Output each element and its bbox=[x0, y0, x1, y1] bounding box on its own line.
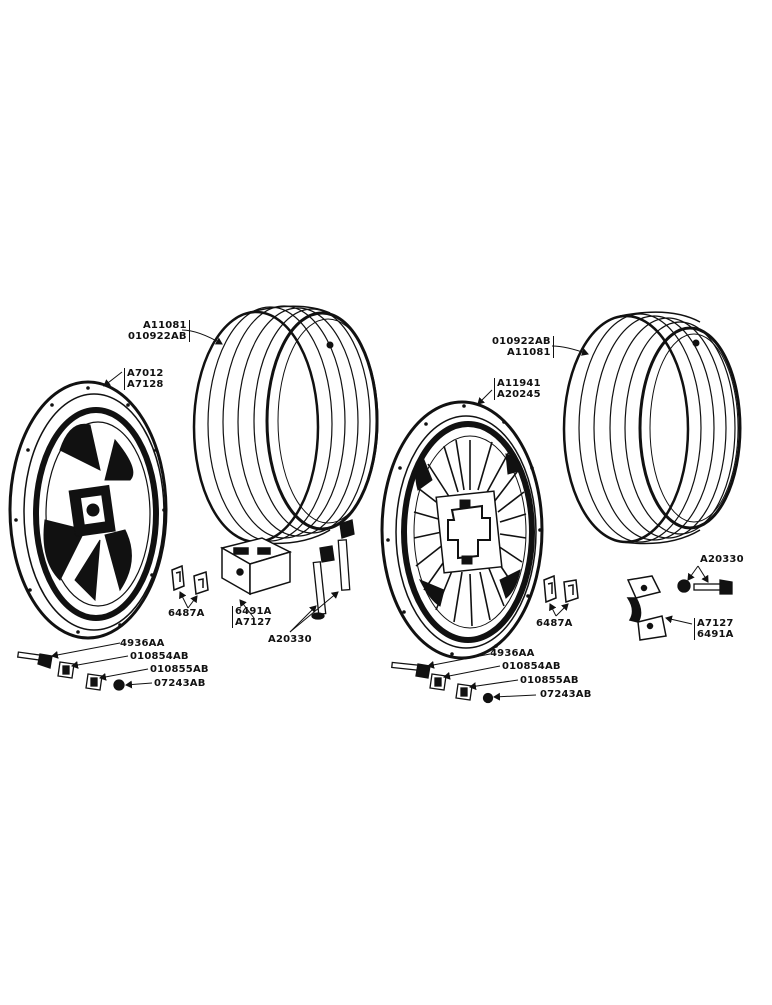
part-label: A20245 bbox=[497, 389, 541, 400]
right-rim-labels: 010922AB A11081 bbox=[492, 336, 554, 358]
right-center-leader bbox=[477, 389, 493, 405]
part-label: 6491A bbox=[697, 629, 734, 640]
left-hw-label-4: 07243AB bbox=[154, 678, 206, 689]
right-clips bbox=[543, 574, 579, 604]
right-clamp-labels: A7127 6491A bbox=[694, 618, 734, 640]
right-bolt-label: A20330 bbox=[700, 554, 744, 565]
left-wheel-center bbox=[8, 380, 168, 640]
left-clip-leaders bbox=[179, 591, 198, 609]
part-label: 010922AB bbox=[492, 336, 551, 347]
right-clip-leaders bbox=[549, 603, 569, 617]
left-rim bbox=[192, 305, 379, 545]
left-rim-leader bbox=[181, 329, 223, 345]
right-wheel-center bbox=[380, 400, 544, 660]
right-clamp bbox=[626, 575, 667, 641]
left-rim-labels: A11081 010922AB bbox=[128, 320, 190, 342]
left-center-leader bbox=[103, 371, 123, 387]
left-clip-label: 6487A bbox=[168, 608, 205, 619]
part-label: 010922AB bbox=[128, 331, 187, 342]
right-hw-label-1: 4936AA bbox=[490, 648, 535, 659]
right-hardware-leaders bbox=[427, 653, 537, 701]
left-hw-label-1: 4936AA bbox=[120, 638, 165, 649]
part-label: A11941 bbox=[497, 378, 541, 389]
right-bolt-leaders bbox=[687, 565, 709, 583]
right-hw-label-4: 07243AB bbox=[540, 689, 592, 700]
right-clamp-leader bbox=[665, 615, 693, 625]
left-bolt-leaders bbox=[289, 591, 339, 633]
part-label: A7012 bbox=[127, 368, 164, 379]
left-center-labels: A7012 A7128 bbox=[124, 368, 164, 390]
left-hw-label-2: 010854AB bbox=[130, 651, 189, 662]
right-rim bbox=[562, 311, 742, 545]
part-label: A7127 bbox=[697, 618, 734, 629]
part-label: A7128 bbox=[127, 379, 164, 390]
part-label: A11081 bbox=[506, 347, 551, 358]
left-clamp-labels: 6491A A7127 bbox=[232, 606, 272, 628]
left-hardware-leaders bbox=[51, 642, 153, 689]
left-clips bbox=[171, 564, 209, 596]
left-clamp bbox=[220, 537, 293, 596]
left-hardware bbox=[16, 651, 125, 691]
part-label: 6491A bbox=[235, 606, 272, 617]
right-clip-label: 6487A bbox=[536, 618, 573, 629]
right-hw-label-3: 010855AB bbox=[520, 675, 579, 686]
left-bolts bbox=[311, 519, 355, 620]
right-hw-label-2: 010854AB bbox=[502, 661, 561, 672]
left-clamp-leader bbox=[239, 599, 255, 619]
part-label: A11081 bbox=[142, 320, 187, 331]
right-hardware bbox=[391, 661, 494, 704]
right-center-labels: A11941 A20245 bbox=[494, 378, 541, 400]
right-bolt bbox=[677, 579, 733, 595]
left-hw-label-3: 010855AB bbox=[150, 664, 209, 675]
left-bolt-label: A20330 bbox=[268, 634, 312, 645]
part-label: A7127 bbox=[235, 617, 272, 628]
right-rim-leader bbox=[551, 345, 589, 356]
